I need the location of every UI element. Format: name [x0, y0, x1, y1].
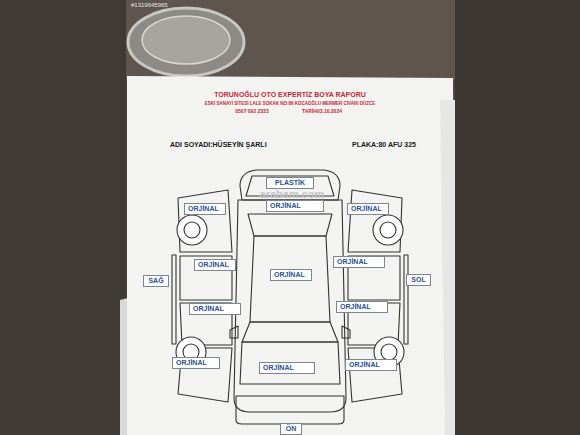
- status-text: ORJİNAL: [351, 205, 382, 212]
- owner-name: ADI SOYADI:HÜSEYİN ŞARLI: [170, 141, 267, 149]
- paint-status-box: ORJİNAL: [172, 357, 220, 369]
- paint-status-box: ORJİNAL: [336, 301, 388, 313]
- paint-status-box: SAĞ: [143, 275, 169, 287]
- paint-status-box: ORJİNAL: [333, 256, 385, 268]
- status-text: ORJİNAL: [198, 261, 229, 268]
- paint-status-box: ORJİNAL: [194, 259, 236, 271]
- status-text: ORJİNAL: [337, 258, 368, 265]
- status-text: SAĞ: [148, 277, 163, 284]
- report-title: TORUNOĞLU OTO EXPERTİZ BOYA RAPORU: [214, 91, 366, 99]
- status-text: ORJİNAL: [349, 361, 380, 368]
- watermark: arabam.com: [260, 188, 325, 200]
- paint-status-box: SOL: [406, 274, 431, 286]
- phone-number: 0507 092 2333: [235, 109, 268, 115]
- paint-status-box: PLASTİK: [266, 177, 314, 189]
- paint-status-box: ÖN: [280, 423, 302, 435]
- paint-status-box: ORJİNAL: [270, 269, 312, 281]
- paint-status-box: ORJİNAL: [184, 203, 226, 215]
- status-text: ORJİNAL: [274, 271, 305, 278]
- status-text: ORJİNAL: [340, 303, 371, 310]
- paint-status-box: ORJİNAL: [266, 200, 324, 212]
- status-text: ORJİNAL: [176, 359, 207, 366]
- paint-status-box: ORJİNAL: [189, 303, 241, 315]
- status-text: ÖN: [286, 425, 297, 432]
- status-text: ORJİNAL: [263, 364, 294, 371]
- status-text: ORJİNAL: [188, 205, 219, 212]
- status-text: ORJİNAL: [193, 305, 224, 312]
- plate-number: PLAKA:80 AFU 325: [352, 141, 416, 149]
- paint-status-box: ORJİNAL: [259, 362, 315, 374]
- status-text: PLASTİK: [275, 179, 305, 186]
- address-line: ESKİ SANAYİ SİTESİ LALE SOKAK NO:86 KOCA…: [205, 102, 376, 107]
- report-date: TARİH03.10.2024: [302, 109, 342, 115]
- paint-status-box: ORJİNAL: [347, 203, 389, 215]
- status-text: ORJİNAL: [270, 202, 301, 209]
- watermark-id: #1319645965: [131, 2, 168, 9]
- status-text: SOL: [411, 276, 425, 283]
- paint-status-box: ORJİNAL: [345, 359, 397, 371]
